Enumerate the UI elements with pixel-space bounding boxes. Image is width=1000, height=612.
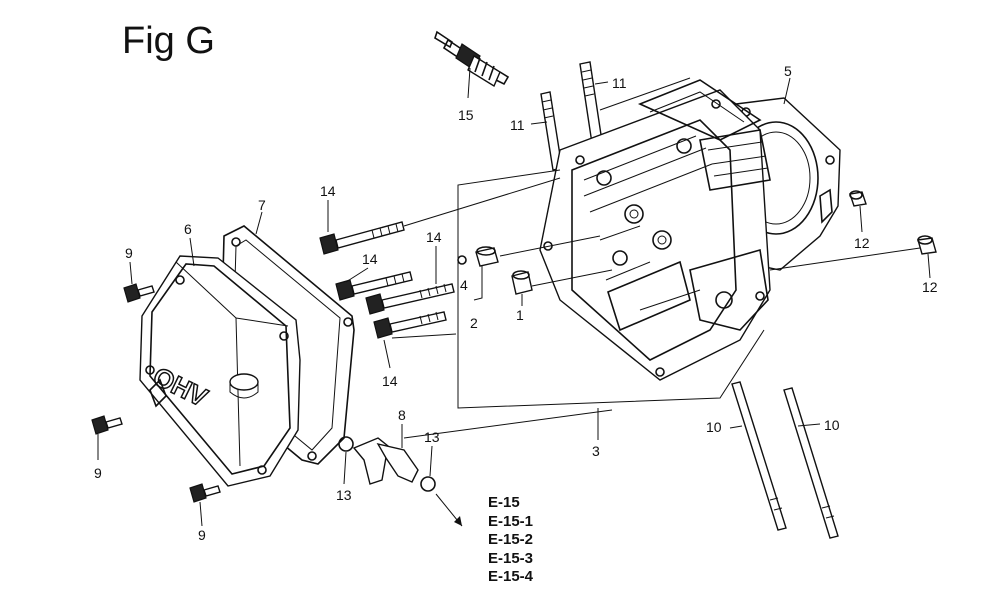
reference-item: E-15-3	[488, 549, 534, 567]
long-studs-bottom	[731, 381, 839, 539]
callout-8: 8	[398, 407, 406, 423]
reference-item: E-15-4	[488, 568, 534, 585]
figure-title: Fig G	[122, 20, 215, 62]
assembly-bracket-line	[457, 169, 765, 409]
dowel-pins	[849, 190, 937, 255]
callout-6: 6	[184, 221, 192, 237]
callout-1: 1	[516, 307, 524, 323]
callout-14-b: 14	[362, 251, 378, 267]
reference-item: E-15	[488, 494, 520, 511]
callout-14-c: 14	[426, 229, 442, 245]
callout-11-upper: 11	[612, 75, 627, 91]
reference-item: E-15-1	[488, 512, 534, 530]
head-bolts-14	[319, 221, 455, 339]
callout-14-a: 14	[320, 183, 336, 199]
reference-item: E-15-2	[488, 531, 534, 548]
callout-9-a: 9	[125, 245, 133, 261]
rocker-cover-part	[139, 255, 301, 487]
pins-1-2-4	[457, 246, 533, 295]
callout-11-lower: 11	[510, 117, 525, 133]
breather-tube-part	[338, 436, 436, 492]
callout-10-b: 10	[824, 417, 840, 433]
callout-9-c: 9	[198, 527, 206, 543]
callout-14-d: 14	[382, 373, 398, 389]
callout-12-b: 12	[922, 279, 938, 295]
callout-7: 7	[258, 197, 266, 213]
callout-2: 2	[470, 315, 478, 331]
cover-bolts-9	[91, 283, 221, 503]
callout-10-a: 10	[706, 419, 722, 435]
callout-4: 4	[460, 277, 468, 293]
callout-13-a: 13	[336, 487, 352, 503]
callout-12-a: 12	[854, 235, 870, 251]
callout-9-b: 9	[94, 465, 102, 481]
callout-13-b: 13	[424, 429, 440, 445]
callout-3: 3	[592, 443, 600, 459]
callout-15: 15	[458, 107, 474, 123]
spark-plug-part	[434, 30, 510, 88]
reference-list: E-15 E-15-1 E-15-2 E-15-3 E-15-4	[488, 494, 533, 587]
cylinder-head-part	[539, 77, 771, 381]
callout-5: 5	[784, 63, 792, 79]
